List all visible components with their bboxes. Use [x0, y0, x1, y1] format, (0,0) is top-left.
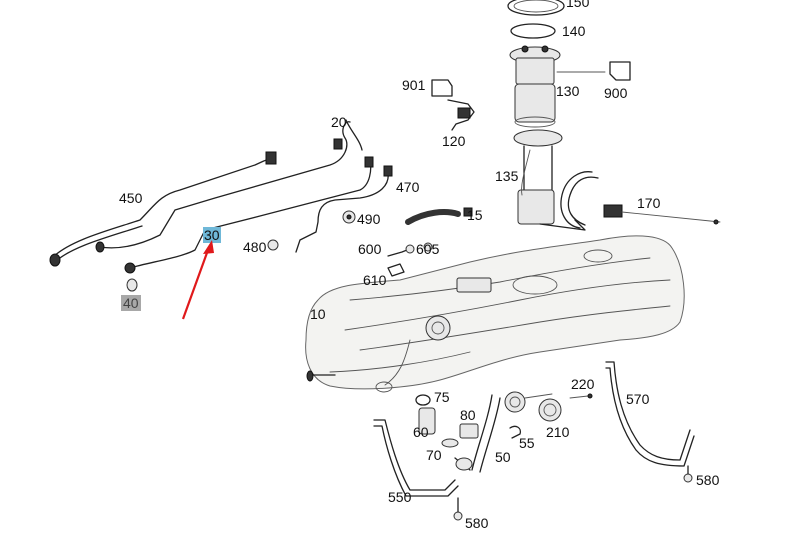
label-50[interactable]: 50 [495, 449, 511, 465]
label-480[interactable]: 480 [243, 239, 267, 255]
part-40-dim [121, 295, 141, 311]
label-60[interactable]: 60 [413, 424, 429, 440]
label-550[interactable]: 550 [388, 489, 412, 505]
label-580-bottom[interactable]: 580 [465, 515, 489, 531]
label-55[interactable]: 55 [519, 435, 535, 451]
label-10[interactable]: 10 [310, 306, 326, 322]
label-610[interactable]: 610 [363, 272, 387, 288]
label-450[interactable]: 450 [119, 190, 143, 206]
callout-arrow [181, 240, 214, 320]
lines-drawing [49, 119, 473, 292]
label-15[interactable]: 15 [467, 207, 483, 223]
label-210[interactable]: 210 [546, 424, 570, 440]
straps-drawing [373, 361, 695, 521]
label-120[interactable]: 120 [442, 133, 466, 149]
label-30[interactable]: 30 [204, 227, 220, 243]
label-900[interactable]: 900 [604, 85, 628, 101]
label-600[interactable]: 600 [358, 241, 382, 257]
label-901[interactable]: 901 [402, 77, 426, 93]
label-220[interactable]: 220 [571, 376, 595, 392]
label-135[interactable]: 135 [495, 168, 519, 184]
part-30-highlight [203, 227, 221, 243]
label-70[interactable]: 70 [426, 447, 442, 463]
label-150[interactable]: 150 [566, 0, 590, 10]
label-580-right[interactable]: 580 [696, 472, 720, 488]
pump-assembly-drawing [431, 0, 631, 231]
filler-neck-drawing [415, 391, 593, 473]
label-75[interactable]: 75 [434, 389, 450, 405]
label-470[interactable]: 470 [396, 179, 420, 195]
sender-drawing [560, 171, 721, 229]
label-40[interactable]: 40 [123, 295, 139, 311]
part-labels: 150 140 130 900 901 120 135 170 20 450 4… [119, 0, 720, 531]
label-20[interactable]: 20 [331, 114, 347, 130]
label-570[interactable]: 570 [626, 391, 650, 407]
label-140[interactable]: 140 [562, 23, 586, 39]
fuel-tank-drawing [305, 235, 685, 393]
label-490[interactable]: 490 [357, 211, 381, 227]
label-170[interactable]: 170 [637, 195, 661, 211]
label-605[interactable]: 605 [416, 241, 440, 257]
label-130[interactable]: 130 [556, 83, 580, 99]
label-80[interactable]: 80 [460, 407, 476, 423]
